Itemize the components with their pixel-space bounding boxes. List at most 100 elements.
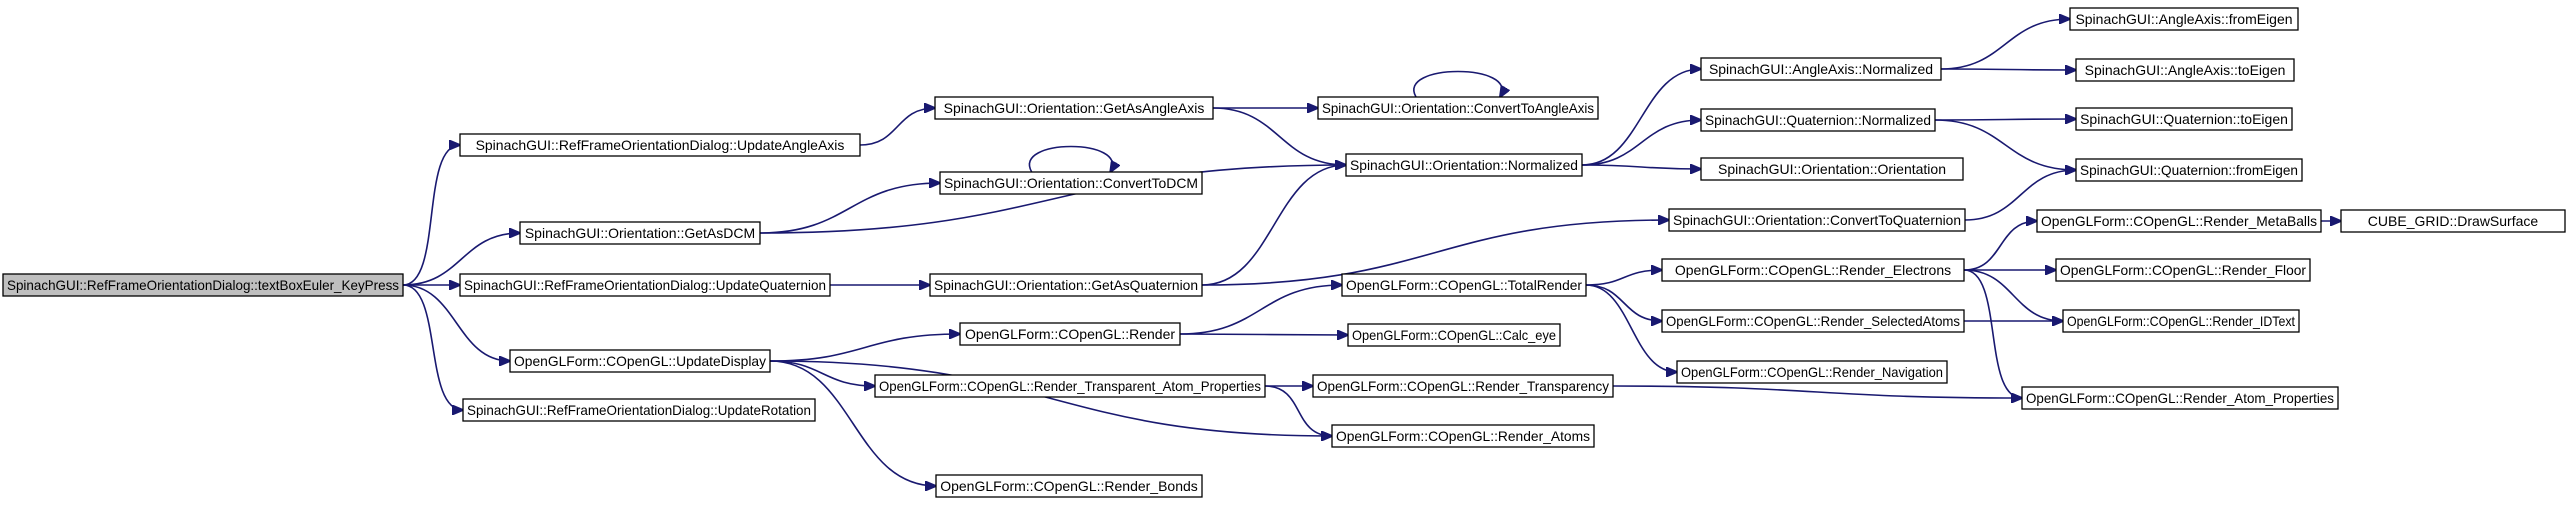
edge-n18-n26 [1940, 69, 2076, 70]
edge-n14-n22 [1585, 270, 1662, 286]
node-label: SpinachGUI::Quaternion::fromEigen [2080, 162, 2298, 178]
function-node[interactable]: OpenGLForm::COpenGL::Render_IDText [2062, 309, 2300, 333]
node-box [509, 349, 771, 373]
function-node[interactable]: SpinachGUI::Quaternion::fromEigen [2075, 158, 2303, 182]
function-node[interactable]: OpenGLForm::COpenGL::Render_Floor [2055, 258, 2311, 282]
edge-n10-n17 [1264, 385, 1332, 436]
edge-n16-n32 [1612, 385, 2022, 398]
function-node[interactable]: OpenGLForm::COpenGL::Render_Bonds [935, 474, 1203, 498]
function-node[interactable]: OpenGLForm::COpenGL::Render [959, 322, 1181, 346]
edge-n9-n15 [1179, 334, 1348, 335]
node-box [2062, 309, 2300, 333]
node-box [1700, 108, 1936, 132]
node-box [939, 171, 1203, 195]
node-label: SpinachGUI::Orientation::GetAsQuaternion [934, 277, 1198, 293]
function-node[interactable]: SpinachGUI::Quaternion::Normalized [1700, 108, 1936, 132]
function-node[interactable]: OpenGLForm::COpenGL::Render_Electrons [1661, 258, 1965, 282]
function-node[interactable]: OpenGLForm::COpenGL::Render_Atom_Propert… [2021, 386, 2339, 410]
edge-n0-n2 [402, 233, 520, 286]
node-label: SpinachGUI::RefFrameOrientationDialog::U… [467, 402, 811, 418]
function-node[interactable]: OpenGLForm::COpenGL::Render_Atoms [1331, 424, 1595, 448]
node-label: OpenGLForm::COpenGL::Render_IDText [2067, 313, 2295, 329]
node-label: OpenGLForm::COpenGL::Render_Atom_Propert… [2026, 390, 2334, 406]
function-node[interactable]: SpinachGUI::Orientation::GetAsQuaternion [929, 273, 1203, 297]
function-node[interactable]: OpenGLForm::COpenGL::Render_Transparency [1312, 374, 1614, 398]
node-label: SpinachGUI::Orientation::ConvertToAngleA… [1322, 100, 1594, 116]
node-label: SpinachGUI::Orientation::Normalized [1350, 157, 1578, 173]
function-node[interactable]: OpenGLForm::COpenGL::Render_Navigation [1676, 360, 1948, 384]
node-box [1661, 258, 1965, 282]
function-node[interactable]: SpinachGUI::AngleAxis::toEigen [2075, 58, 2295, 82]
node-box [2075, 107, 2293, 131]
node-label: SpinachGUI::RefFrameOrientationDialog::U… [464, 277, 826, 293]
node-box [929, 273, 1203, 297]
edge-n4-n17 [769, 360, 1332, 436]
function-node[interactable]: OpenGLForm::COpenGL::Calc_eye [1347, 323, 1561, 347]
node-label: SpinachGUI::Quaternion::Normalized [1705, 112, 1931, 128]
root-function-node[interactable]: SpinachGUI::RefFrameOrientationDialog::t… [2, 273, 404, 297]
function-node[interactable]: SpinachGUI::Orientation::GetAsAngleAxis [934, 96, 1214, 120]
edge-n18-n25 [1940, 19, 2070, 70]
edge-n2-n13 [759, 165, 1346, 234]
node-box [874, 374, 1266, 398]
node-box [2069, 7, 2299, 31]
function-node[interactable]: SpinachGUI::Orientation::Orientation [1700, 157, 1964, 181]
edge-n13-n19 [1581, 120, 1701, 166]
node-label: SpinachGUI::RefFrameOrientationDialog::t… [7, 277, 399, 293]
function-node[interactable]: SpinachGUI::Orientation::Normalized [1345, 153, 1583, 177]
node-label: OpenGLForm::COpenGL::Render_Electrons [1675, 262, 1951, 278]
function-node[interactable]: SpinachGUI::AngleAxis::Normalized [1700, 57, 1942, 81]
function-node[interactable]: OpenGLForm::COpenGL::TotalRender [1341, 273, 1587, 297]
function-node[interactable]: SpinachGUI::RefFrameOrientationDialog::U… [462, 398, 816, 422]
function-node[interactable]: OpenGLForm::COpenGL::Render_MetaBalls [2036, 209, 2322, 233]
node-box [2, 273, 404, 297]
node-box [1700, 157, 1964, 181]
function-node[interactable]: OpenGLForm::COpenGL::Render_SelectedAtom… [1661, 309, 1965, 333]
node-box [1312, 374, 1614, 398]
node-label: SpinachGUI::RefFrameOrientationDialog::U… [476, 137, 845, 153]
node-box [1317, 96, 1599, 120]
node-label: SpinachGUI::Orientation::ConvertToQuater… [1673, 212, 1961, 228]
edge-n8-n13 [1201, 165, 1346, 286]
function-node[interactable]: SpinachGUI::RefFrameOrientationDialog::U… [459, 133, 861, 157]
edge-n0-n4 [402, 284, 510, 361]
edge-n22-n31 [1963, 269, 2063, 321]
node-label: OpenGLForm::COpenGL::Render_SelectedAtom… [1666, 313, 1960, 329]
node-box [934, 96, 1214, 120]
node-box [1345, 153, 1583, 177]
node-label: OpenGLForm::COpenGL::Render_Floor [2060, 262, 2306, 278]
node-label: OpenGLForm::COpenGL::UpdateDisplay [514, 353, 766, 369]
edge-n12-n12 [1413, 70, 1502, 98]
node-label: OpenGLForm::COpenGL::Render_Transparent_… [879, 378, 1261, 394]
edge-n4-n9 [769, 334, 960, 362]
function-node[interactable]: SpinachGUI::Orientation::ConvertToQuater… [1668, 208, 1966, 232]
node-box [1347, 323, 1561, 347]
function-node[interactable]: SpinachGUI::Orientation::ConvertToDCM [939, 171, 1203, 195]
edge-n8-n21 [1201, 220, 1669, 286]
node-box [2021, 386, 2339, 410]
node-box [1676, 360, 1948, 384]
function-node[interactable]: SpinachGUI::AngleAxis::fromEigen [2069, 7, 2299, 31]
function-node[interactable]: SpinachGUI::RefFrameOrientationDialog::U… [459, 273, 831, 297]
function-node[interactable]: OpenGLForm::COpenGL::UpdateDisplay [509, 349, 771, 373]
function-node[interactable]: SpinachGUI::Orientation::GetAsDCM [519, 221, 761, 245]
node-box [462, 398, 816, 422]
node-box [459, 273, 831, 297]
edge-layer [402, 19, 2341, 486]
function-node[interactable]: SpinachGUI::Quaternion::toEigen [2075, 107, 2293, 131]
node-label: SpinachGUI::Orientation::Orientation [1718, 161, 1946, 177]
function-node[interactable]: SpinachGUI::Orientation::ConvertToAngleA… [1317, 96, 1599, 120]
node-box [1668, 208, 1966, 232]
function-node[interactable]: OpenGLForm::COpenGL::Render_Transparent_… [874, 374, 1266, 398]
node-label: OpenGLForm::COpenGL::Calc_eye [1352, 327, 1556, 343]
edge-n13-n20 [1581, 165, 1701, 169]
edge-n2-n7 [759, 183, 940, 234]
edge-n22-n32 [1963, 269, 2022, 398]
node-label: SpinachGUI::Quaternion::toEigen [2080, 111, 2288, 127]
node-label: OpenGLForm::COpenGL::Render_Bonds [940, 478, 1198, 494]
node-box [2075, 158, 2303, 182]
node-label: OpenGLForm::COpenGL::Render_Transparency [1317, 378, 1609, 394]
edge-n0-n1 [402, 145, 460, 286]
function-node[interactable]: CUBE_GRID::DrawSurface [2340, 209, 2566, 233]
